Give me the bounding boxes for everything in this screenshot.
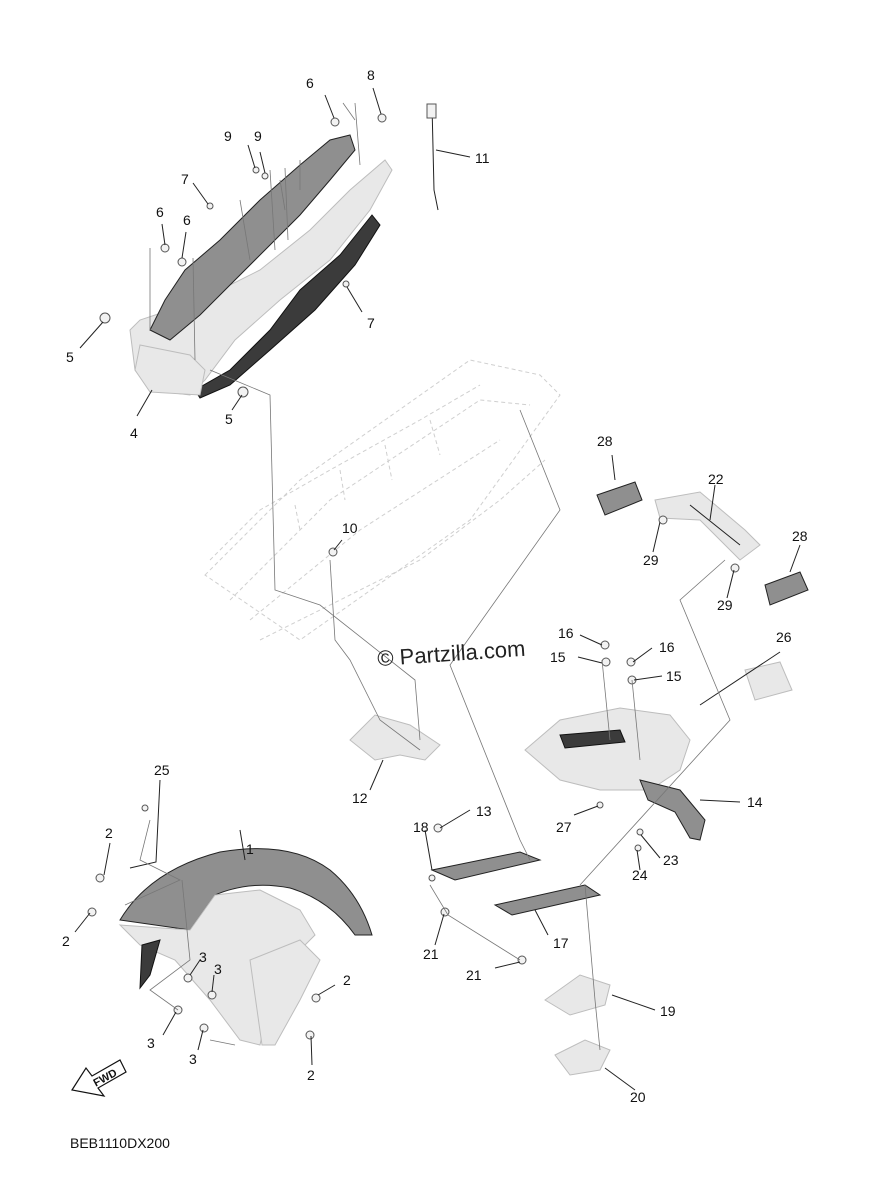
callout-21-b: 21 [466, 967, 482, 983]
callout-28-a: 28 [597, 433, 613, 449]
callout-14: 14 [747, 794, 763, 810]
callout-7-b: 7 [367, 315, 375, 331]
callout-26: 26 [776, 629, 792, 645]
fwd-label: FWD [91, 1067, 119, 1089]
front-fender-part-1 [118, 848, 373, 1046]
callout-10: 10 [342, 520, 358, 536]
reflector-part-26 [744, 661, 793, 701]
callout-2-c: 2 [343, 972, 351, 988]
callout-labels: 1 2 2 2 2 3 3 3 3 4 5 5 6 6 6 7 7 8 9 9 … [62, 67, 808, 1105]
callout-20: 20 [630, 1089, 646, 1105]
callout-23: 23 [663, 852, 679, 868]
plate-part-20 [554, 1039, 611, 1076]
callout-3-d: 3 [189, 1051, 197, 1067]
callout-13: 13 [476, 803, 492, 819]
callout-27: 27 [556, 819, 572, 835]
callout-16-a: 16 [558, 625, 574, 641]
hardware-fasteners [87, 113, 740, 1040]
callout-29-a: 29 [643, 552, 659, 568]
background-subframe [204, 359, 561, 641]
callout-8: 8 [367, 67, 375, 83]
callout-2-a: 2 [105, 825, 113, 841]
callout-3-a: 3 [199, 949, 207, 965]
plate-part-19 [544, 974, 611, 1016]
callout-18: 18 [413, 819, 429, 835]
callout-3-c: 3 [147, 1035, 155, 1051]
fwd-arrow-icon: FWD [71, 1059, 127, 1097]
callout-9-b: 9 [254, 128, 262, 144]
callout-2-d: 2 [307, 1067, 315, 1083]
callout-7-a: 7 [181, 171, 189, 187]
callout-11: 11 [475, 150, 490, 166]
leader-lines [74, 87, 801, 1091]
callout-25: 25 [154, 762, 170, 778]
callout-19: 19 [660, 1003, 676, 1019]
inner-fender-part-4 [129, 134, 393, 399]
callout-3-b: 3 [214, 961, 222, 977]
callout-22: 22 [708, 471, 724, 487]
callout-12: 12 [352, 790, 368, 806]
strap-part-11 [426, 103, 439, 211]
callout-15-b: 15 [666, 668, 682, 684]
callout-6-c: 6 [183, 212, 191, 228]
callout-9-a: 9 [224, 128, 232, 144]
diagram-code: BEB1110DX200 [70, 1135, 170, 1151]
callout-6-a: 6 [306, 75, 314, 91]
bracket-part-12 [349, 714, 441, 761]
watermark: © Partzilla.com [377, 636, 527, 671]
callout-5-a: 5 [66, 349, 74, 365]
callout-2-b: 2 [62, 933, 70, 949]
panel-part-17 [493, 884, 602, 916]
callout-24: 24 [632, 867, 648, 883]
callout-17: 17 [553, 935, 569, 951]
callout-1: 1 [246, 841, 254, 857]
callout-4: 4 [130, 425, 138, 441]
callout-5-b: 5 [225, 411, 233, 427]
callout-16-b: 16 [659, 639, 675, 655]
callout-29-b: 29 [717, 597, 733, 613]
hugger-part-14 [524, 707, 706, 841]
callout-21-a: 21 [423, 946, 439, 962]
reflector-part-28-left [596, 481, 643, 516]
callout-15-a: 15 [550, 649, 566, 665]
reflector-part-28-right [764, 571, 809, 606]
callout-28-b: 28 [792, 528, 808, 544]
bracket-part-22 [654, 491, 761, 561]
callout-6-b: 6 [156, 204, 164, 220]
panel-part-18 [430, 851, 542, 881]
